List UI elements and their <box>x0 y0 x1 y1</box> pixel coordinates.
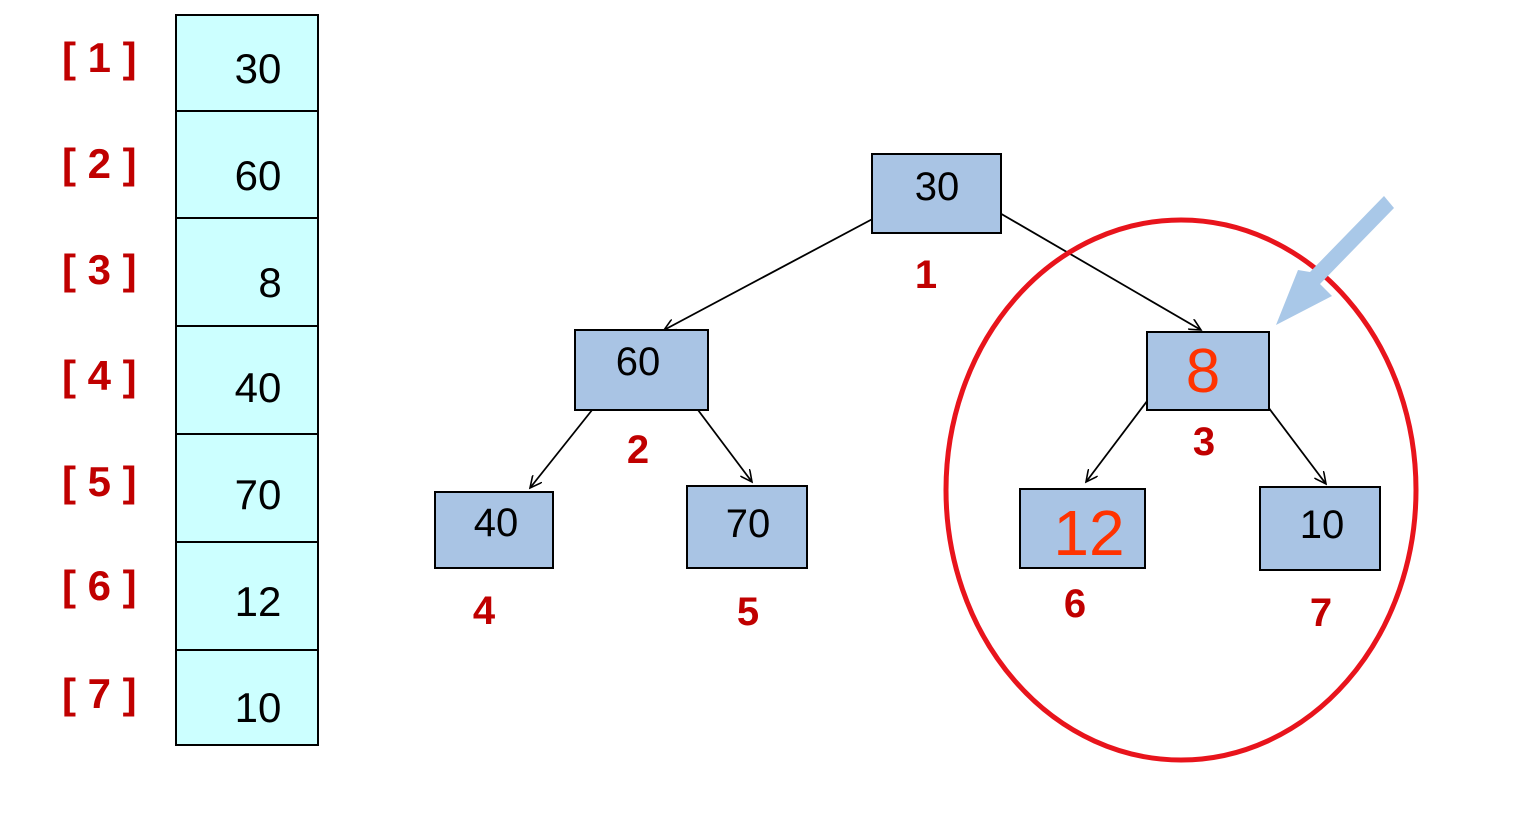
node-value: 60 <box>616 340 661 384</box>
node-value: 40 <box>474 501 519 545</box>
tree-node: 10 <box>1259 486 1381 571</box>
array-cell <box>175 110 319 219</box>
node-index-label: 4 <box>473 589 496 633</box>
tree-node: 70 <box>686 485 808 569</box>
array-index-label: [ 4 ] <box>62 352 137 399</box>
node-index-label: 1 <box>915 253 937 297</box>
node-value: 30 <box>915 165 960 209</box>
node-value: 10 <box>1300 503 1345 547</box>
subtree-highlight-circle <box>943 217 1419 763</box>
array-cell <box>175 14 319 112</box>
tree-node-highlighted: 8 <box>1146 331 1270 411</box>
node-value: 70 <box>726 502 771 546</box>
array-cell-value: 60 <box>235 152 282 199</box>
node-index-label: 2 <box>627 428 649 472</box>
tree-edge <box>997 211 1201 330</box>
node-value: 12 <box>1053 497 1124 569</box>
array-cell <box>175 649 319 746</box>
array-cell-value: 8 <box>258 259 281 306</box>
array-index-label: [ 1 ] <box>62 34 137 81</box>
array-index-label: [ 7 ] <box>62 670 137 717</box>
array-cell-value: 12 <box>235 578 282 625</box>
array-index-label: [ 5 ] <box>62 458 137 505</box>
tree-node: 30 <box>871 153 1002 234</box>
array-cell-value: 10 <box>235 684 282 731</box>
array-panel: [ 1 ] [ 2 ] [ 3 ] [ 4 ] [ 5 ] [ 6 ] [ 7 … <box>62 14 319 746</box>
array-cell <box>175 433 319 543</box>
array-index-label: [ 6 ] <box>62 562 137 609</box>
tree-nodes: 30 1 60 2 8 3 40 4 70 5 12 <box>434 153 1381 635</box>
array-index-label: [ 3 ] <box>62 246 137 293</box>
tree-node: 40 <box>434 491 554 569</box>
node-index-label: 5 <box>737 590 759 634</box>
node-value: 8 <box>1186 337 1220 406</box>
node-index-label: 6 <box>1064 582 1086 626</box>
array-cell <box>175 217 319 327</box>
node-index-label: 7 <box>1310 591 1332 635</box>
array-cell-value: 30 <box>235 45 282 92</box>
array-index-label: [ 2 ] <box>62 140 137 187</box>
array-cell <box>175 325 319 435</box>
array-cell-value: 70 <box>235 471 282 518</box>
tree-node-highlighted: 12 <box>1019 488 1146 569</box>
pointer-arrow-icon <box>1276 196 1394 325</box>
tree-node: 60 <box>574 329 709 411</box>
tree-edge <box>664 214 881 330</box>
node-index-label: 3 <box>1193 420 1215 464</box>
array-cell-value: 40 <box>235 364 282 411</box>
